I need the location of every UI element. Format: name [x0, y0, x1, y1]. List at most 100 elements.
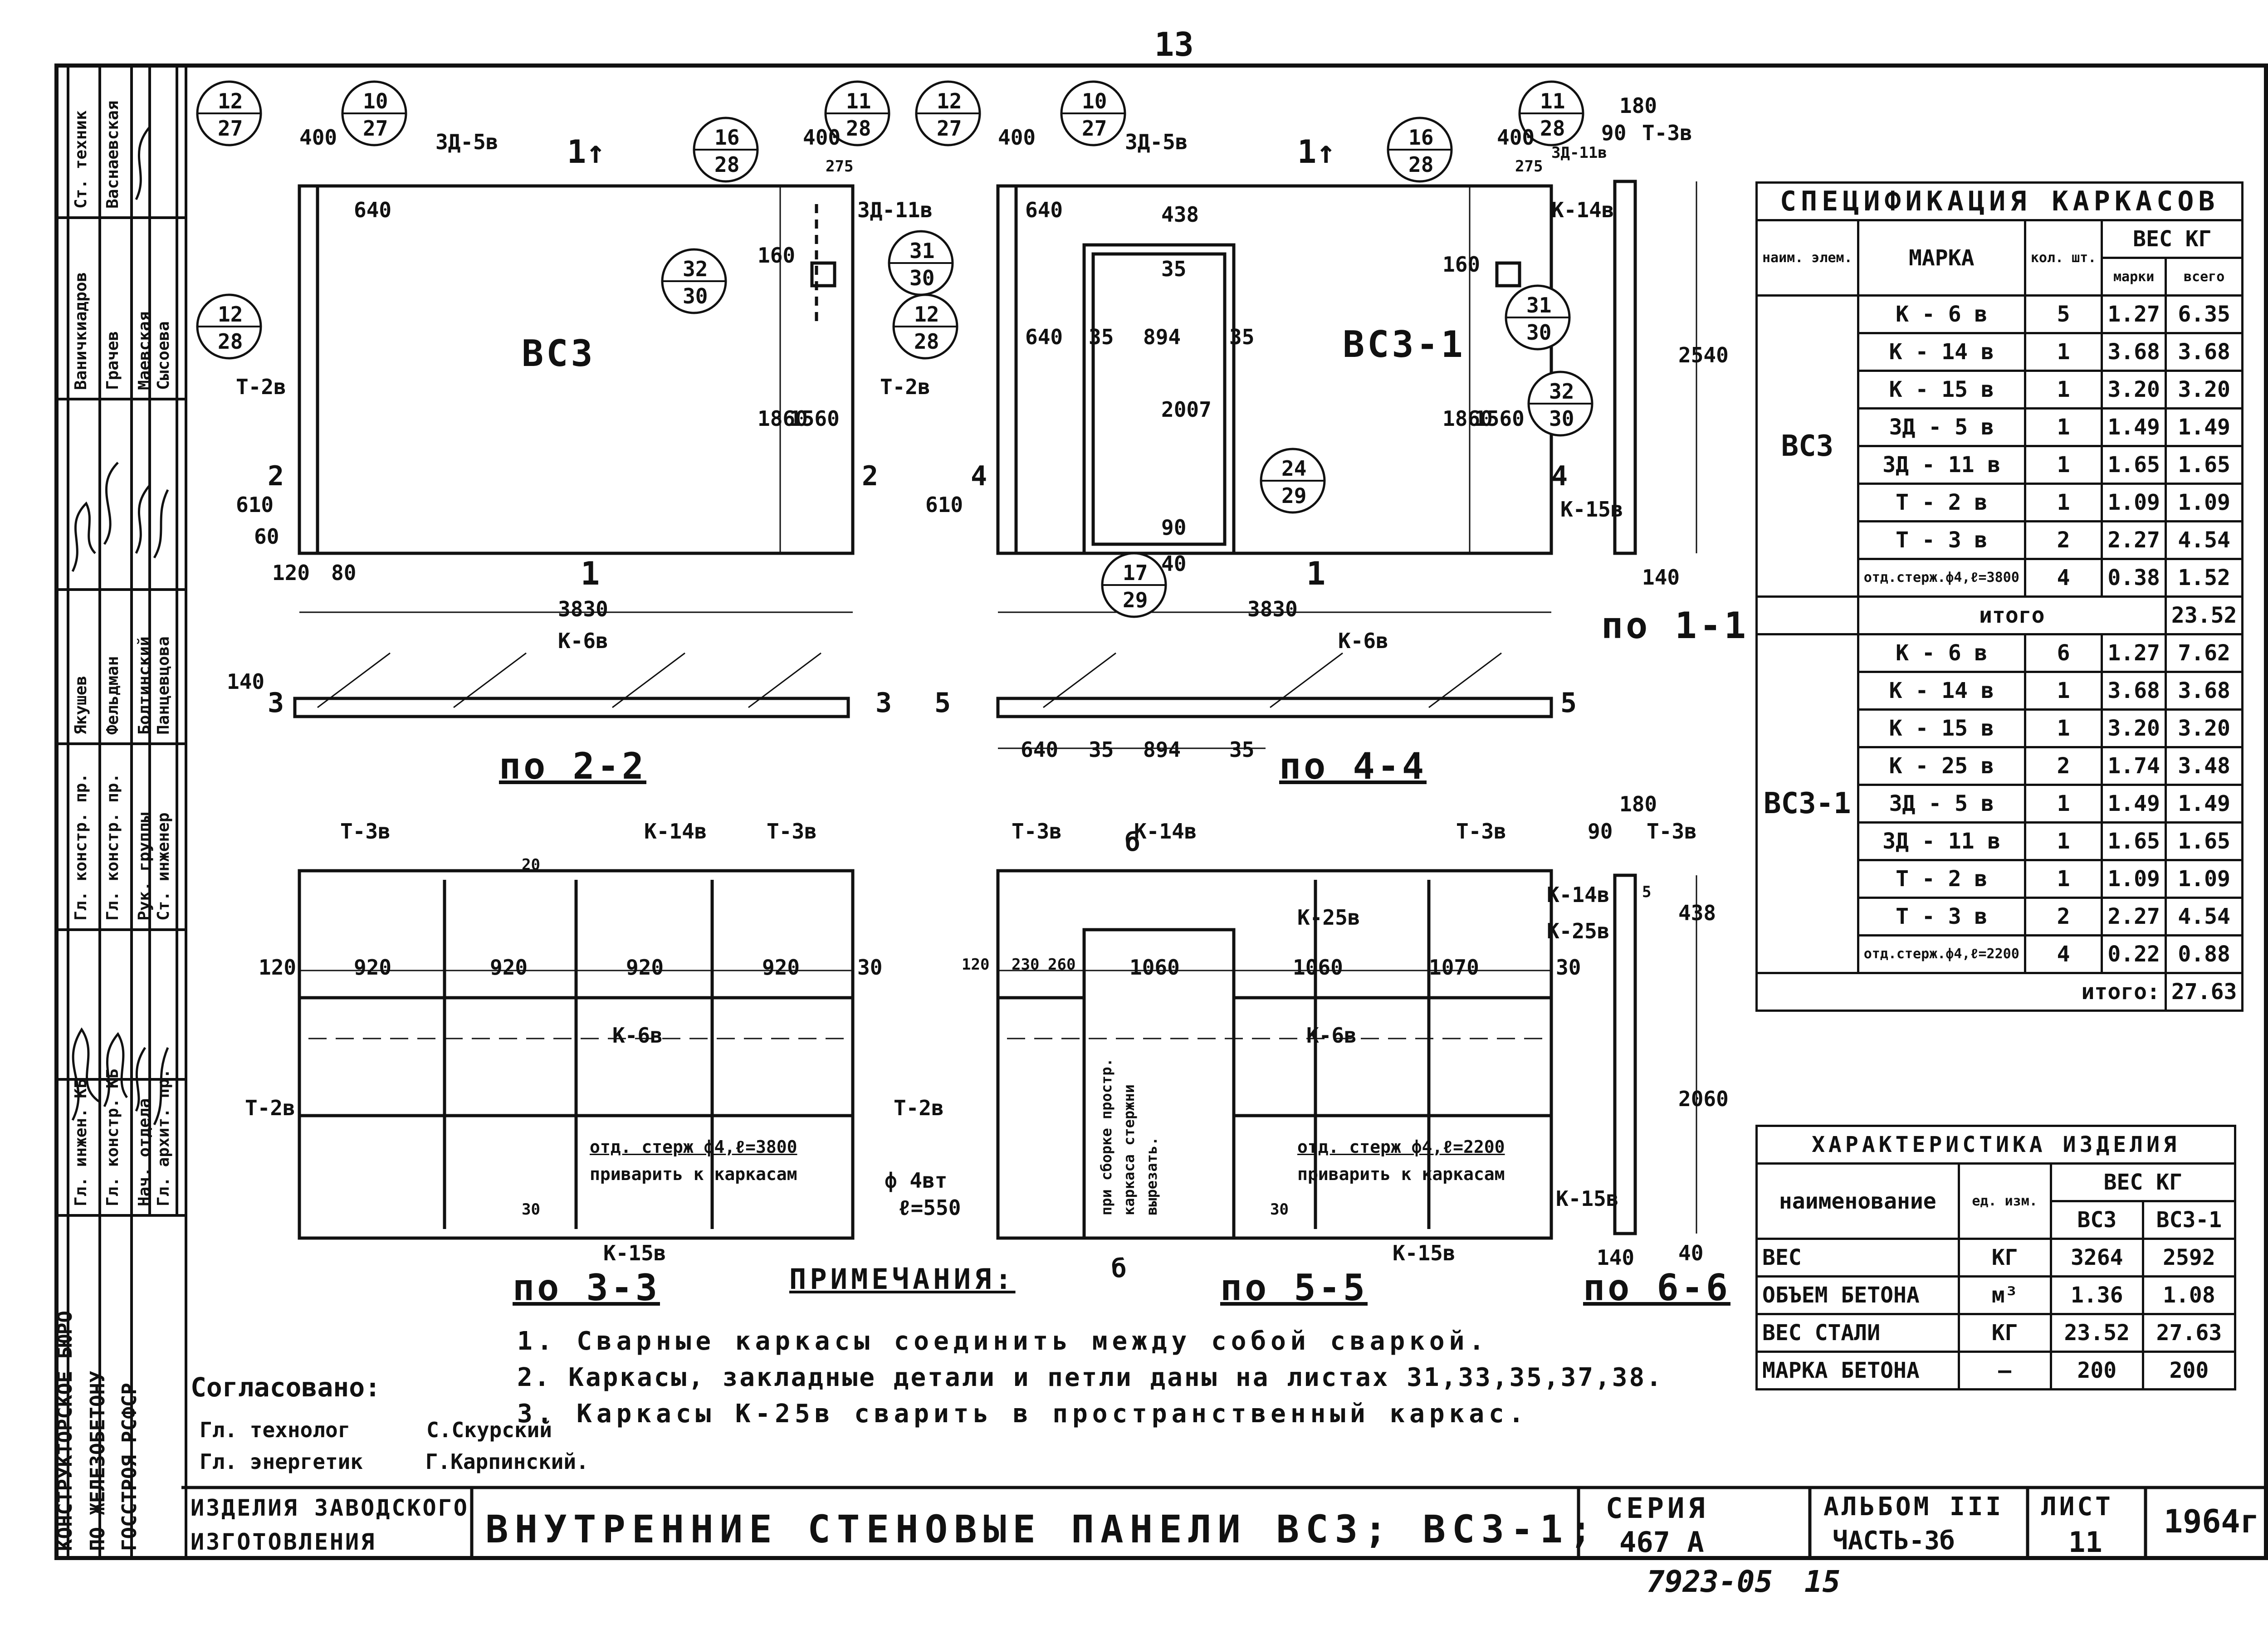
note-1: 1. Сварные каркасы соединить между собой… [517, 1327, 1489, 1356]
panel-vs3-label: ВС3 [522, 332, 596, 375]
part-zd5-a: ЗД-5в [435, 130, 499, 154]
chief-power-engineer-role: Гл. энергетик [200, 1449, 363, 1474]
dim-3830-b: 3830 [1247, 597, 1298, 621]
spec-cell: 1.09 [2164, 483, 2244, 522]
char-table: ХАРАКТЕРИСТИКА ИЗДЕЛИЯ наименование ед. … [1755, 1125, 2237, 1390]
callout-2-top: 10 [363, 89, 388, 113]
dim-140-c: 140 [1597, 1245, 1635, 1270]
part-zd11-a: ЗД-11в [857, 198, 933, 222]
char-cell: ОБЪЕМ БЕТОНА [1755, 1275, 1960, 1315]
spec-h-element: наим. элем. [1755, 219, 1859, 297]
section-1-b: 1 [1306, 555, 1326, 592]
dim-438-a: 438 [1161, 202, 1199, 227]
char-cell: 1.08 [2141, 1275, 2237, 1315]
dim-30-c: 30 [1556, 955, 1581, 980]
char-cell: 200 [2141, 1351, 2237, 1390]
dim-260-a: 260 [1048, 956, 1076, 974]
spec-cell: 1.65 [2101, 445, 2167, 485]
part-k25-side: К-25в [1547, 919, 1610, 943]
dim-920-b: 920 [490, 955, 528, 980]
part-k14-a: К-14в [644, 819, 707, 844]
spec-cell: 4.54 [2164, 520, 2244, 560]
spec-cell: 3.68 [2101, 671, 2167, 711]
char-cell: 23.52 [2049, 1313, 2144, 1353]
part-t2-a: Т-2в [236, 375, 286, 399]
callout-13-top: 32 [1549, 379, 1574, 404]
dim-1560-a: 1560 [789, 406, 840, 431]
part-t2-b: Т-2в [880, 375, 930, 399]
spec-cell: 3.20 [2101, 370, 2167, 410]
sheet-frame [54, 63, 2268, 1560]
dim-3830-a: 3830 [558, 597, 608, 621]
dim-90-b: 90 [1601, 121, 1627, 145]
dim-1070-a: 1070 [1429, 955, 1479, 980]
dim-90-c: 90 [1588, 819, 1613, 844]
spec-cell: 4 [2024, 934, 2103, 974]
note-rods-2: отд. стерж ф4,ℓ=2200 [1297, 1137, 1505, 1157]
note-weld-1: приварить к каркасам [590, 1164, 797, 1184]
callout-12-top: 31 [1526, 293, 1552, 317]
year-value: 1964г. [2164, 1503, 2268, 1540]
spec-cell: 1.52 [2164, 558, 2244, 598]
part-t2-d: Т-2в [894, 1096, 944, 1120]
spec-cell: отд.стерж.ф4,ℓ=2200 [1857, 934, 2026, 974]
dim-1860-a: 1860 [758, 406, 808, 431]
dim-80-a: 80 [331, 561, 357, 585]
spec-cell: 2 [2024, 520, 2103, 560]
part-k6-d: К-6в [1306, 1023, 1357, 1048]
view-4-4: по 4-4 [1279, 745, 1427, 787]
callout-3-top: 16 [714, 125, 740, 150]
spec-cell: 1 [2024, 332, 2103, 372]
part-t3-d: Т-3в [1456, 819, 1506, 844]
notes-title: ПРИМЕЧАНИЯ: [789, 1263, 1016, 1296]
section-mark-b: 1↑ [1297, 133, 1336, 171]
note-vertical-1: при сборке простр. [1098, 1058, 1115, 1215]
panel-vs3-outline [298, 184, 855, 555]
part-t3-side-a: Т-3в [1642, 121, 1692, 145]
spec-cell: К - 15 в [1857, 708, 2026, 748]
section-1-a: 1 [581, 555, 600, 592]
dim-1560-b: 1560 [1474, 406, 1525, 431]
note-rods-1: отд. стерж ф4,ℓ=3800 [590, 1137, 797, 1157]
callout-16-top: 17 [1123, 561, 1148, 585]
callout-9-bottom: 27 [1082, 116, 1107, 141]
drawing-title: ВНУТРЕННИЕ СТЕНОВЫЕ ПАНЕЛИ ВС3; ВС3-1; [485, 1507, 1598, 1551]
section-6-a: б [1125, 828, 1140, 857]
dim-120-b: 120 [259, 955, 297, 980]
spec-cell: 1.27 [2101, 633, 2167, 673]
callout-6-top: 32 [683, 257, 708, 281]
spec-cell: 1.65 [2164, 821, 2244, 861]
series-value: 467 А [1619, 1526, 1704, 1559]
spec-table: СПЕЦИФИКАЦИЯ КАРКАСОВ наим. элем. МАРКА … [1755, 181, 2244, 1012]
char-cell: 2592 [2141, 1238, 2237, 1278]
spec-total2-label: итого: [1755, 972, 2167, 1012]
callout-3-bottom: 28 [714, 152, 740, 177]
spec-group-2-label: ВС3-1 [1755, 633, 1859, 974]
callout-2-bottom: 27 [363, 116, 388, 141]
callout-14-top: 12 [914, 302, 939, 327]
char-title: ХАРАКТЕРИСТИКА ИЗДЕЛИЯ [1755, 1125, 2236, 1165]
spec-cell: 1.09 [2101, 483, 2167, 522]
part-k15-side-a: К-15в [1560, 497, 1623, 522]
spec-cell: 0.88 [2164, 934, 2244, 974]
dim-40-b: 40 [1678, 1241, 1704, 1265]
spec-cell: 3.20 [2164, 708, 2244, 748]
stamp-code: 7923-05 [1647, 1564, 1773, 1599]
char-cell: 1.36 [2049, 1275, 2144, 1315]
callout-11-top: 11 [1540, 89, 1565, 113]
callout-4-bottom: 28 [846, 116, 871, 141]
spec-cell: Т - 3 в [1857, 897, 2026, 937]
callout-7-bottom: 28 [218, 329, 243, 354]
panel-vs31-outline [996, 184, 1553, 555]
section-2-a: 2 [268, 460, 284, 492]
dim-1860-b: 1860 [1442, 406, 1493, 431]
spec-cell: 1 [2024, 784, 2103, 824]
spec-group-1-label: ВС3 [1755, 294, 1859, 598]
